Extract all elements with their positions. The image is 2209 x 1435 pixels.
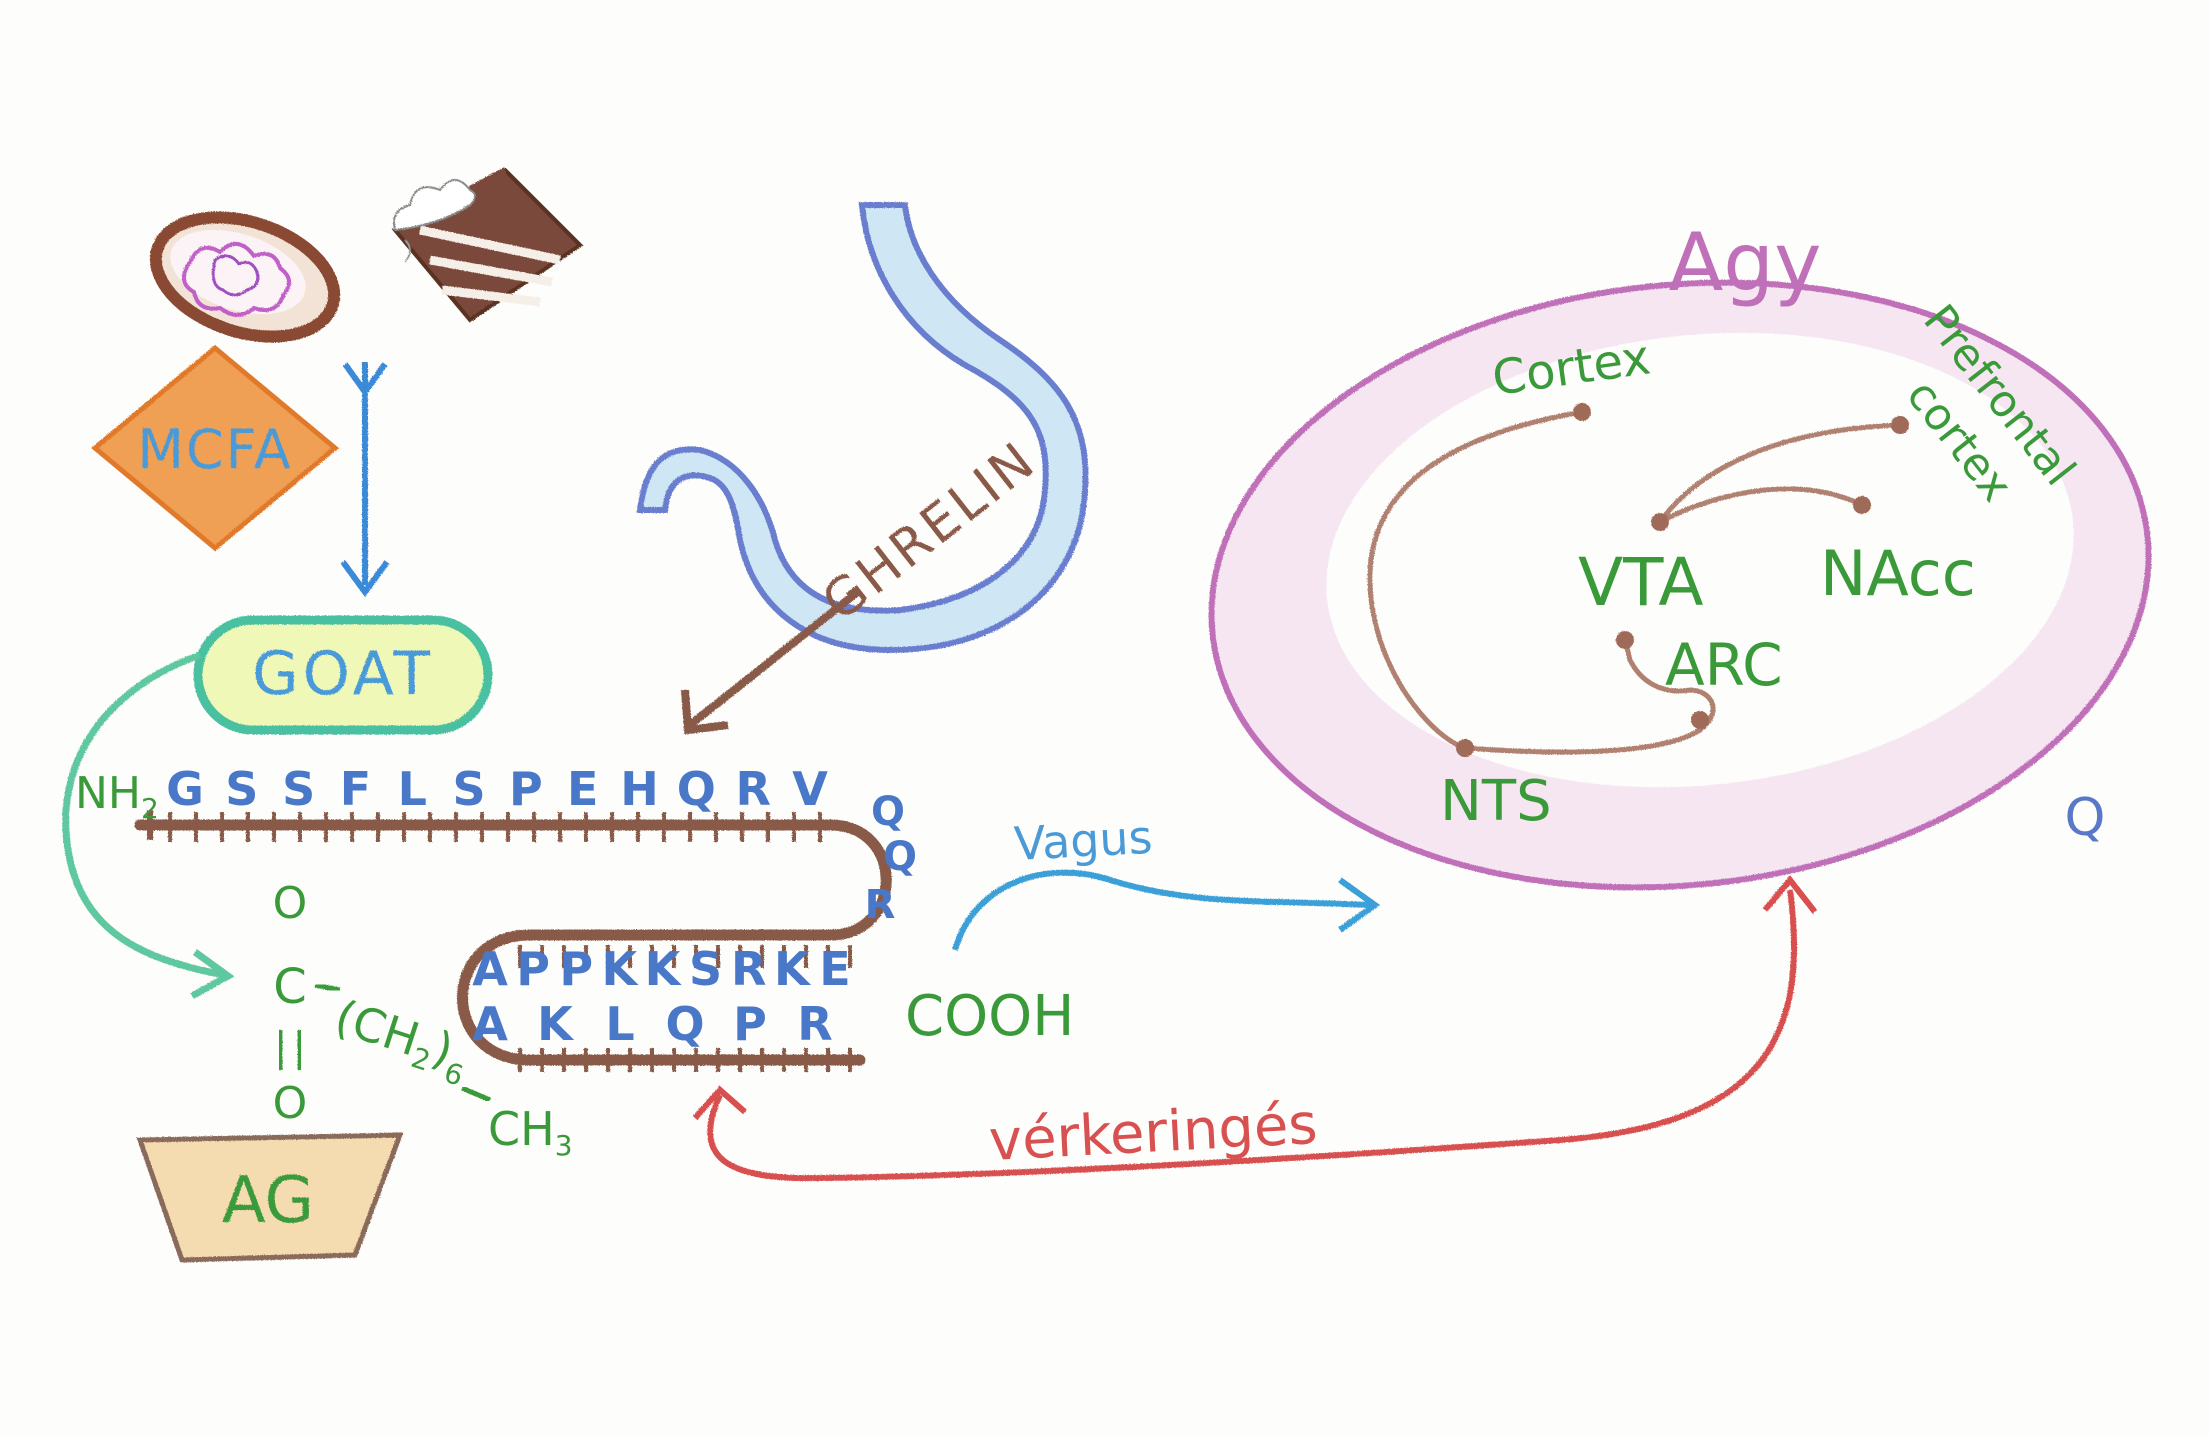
- circulation-arrow: [692, 875, 1818, 1182]
- residue-bottom-4: P: [733, 997, 767, 1051]
- residue-middle-2: R: [731, 942, 766, 996]
- cake-slice-icon: [391, 167, 584, 323]
- goat-to-ester-arrow: [62, 651, 235, 1000]
- residue-bottom-1: K: [537, 997, 575, 1051]
- sequence-turn: QQR: [865, 789, 917, 928]
- residue-middle-6: P: [559, 942, 593, 996]
- residue-middle-8: A: [472, 942, 508, 996]
- ester-oxygen-label: O: [273, 878, 308, 929]
- carbonyl-oxygen-label: O: [273, 1078, 308, 1129]
- agy-label: Agy: [1669, 216, 1822, 309]
- residue-top-7: E: [567, 762, 598, 816]
- nts-label: NTS: [1440, 769, 1552, 834]
- vagus-arrow: [952, 869, 1381, 951]
- peptide-ticks-top: [168, 812, 822, 842]
- residue-bottom-0: A: [472, 997, 508, 1051]
- vta-label: VTA: [1578, 544, 1704, 621]
- peptide-ticks-bottom: [518, 1048, 852, 1072]
- stomach-icon: GHRELIN: [636, 202, 1089, 654]
- goat-label: GOAT: [252, 639, 434, 709]
- residue-top-6: P: [509, 762, 543, 816]
- brain-connections: [1367, 403, 1909, 757]
- residue-top-0: G: [166, 762, 204, 816]
- goat-node: GOAT: [193, 615, 493, 735]
- residue-top-8: H: [620, 762, 659, 816]
- bread-egg-icon: [149, 211, 341, 343]
- mcfa-to-goat-arrow: [340, 362, 390, 598]
- peptide-ticks-middle: [518, 945, 852, 968]
- residue-top-1: S: [225, 762, 258, 816]
- residue-top-11: V: [792, 762, 828, 816]
- residue-top-5: S: [453, 762, 486, 816]
- ester-carbon-label: C: [273, 959, 307, 1015]
- cooh-label: COOH: [905, 984, 1074, 1049]
- residue-bottom-2: L: [605, 997, 634, 1051]
- residue-middle-4: K: [645, 942, 683, 996]
- residue-middle-3: S: [689, 942, 722, 996]
- nacc-label: NAcc: [1820, 537, 1976, 610]
- signature-mark: Q: [2065, 788, 2106, 848]
- cooh-terminus: COOH: [860, 984, 1074, 1049]
- ch3-label: CH3: [488, 1102, 573, 1162]
- arc-label: ARC: [1665, 631, 1783, 699]
- ag-node: AG: [136, 1132, 404, 1263]
- ghrelin-to-peptide-arrow: [681, 586, 863, 735]
- ag-label: AG: [222, 1164, 314, 1238]
- residue-turn-0: Q: [871, 789, 905, 835]
- residue-bottom-3: Q: [665, 997, 704, 1051]
- residue-top-10: R: [735, 762, 770, 816]
- ch2-chain-label: (CH2)6: [326, 989, 477, 1093]
- mcfa-node: MCFA: [91, 344, 339, 552]
- residue-turn-1: Q: [883, 834, 917, 880]
- residue-top-3: F: [340, 762, 371, 816]
- peptide-backbone: [134, 810, 892, 1066]
- nh2-label: NH2: [75, 768, 159, 825]
- mcfa-label: MCFA: [137, 418, 292, 481]
- residue-middle-5: K: [602, 942, 640, 996]
- octanoyl-ester: O C O (CH2)6 CH3: [273, 840, 573, 1162]
- residue-middle-7: P: [516, 942, 550, 996]
- residue-bottom-5: R: [797, 997, 832, 1051]
- residue-middle-0: E: [819, 942, 850, 996]
- residue-middle-1: K: [774, 942, 812, 996]
- residue-turn-2: R: [865, 882, 896, 928]
- residue-top-4: L: [398, 762, 427, 816]
- residue-top-2: S: [282, 762, 315, 816]
- vagus-label: Vagus: [1013, 810, 1154, 871]
- residue-top-9: Q: [677, 762, 716, 816]
